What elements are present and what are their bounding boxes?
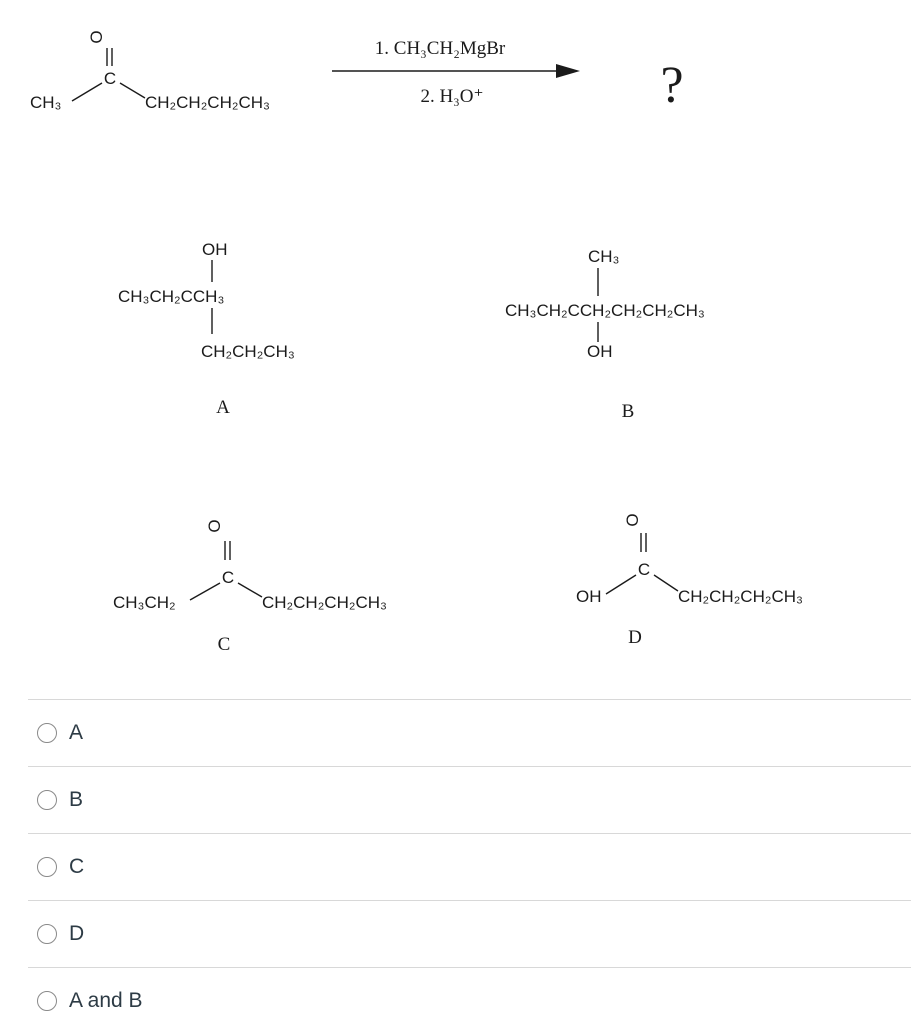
structure-a-main: CH₃CH₂CCH₃ [118,287,224,306]
structure-c-carbon: C [222,568,234,587]
structure-d-label: D [628,627,642,648]
answer-label: A and B [69,989,143,1012]
structure-b-label: B [622,401,635,422]
structure-d-right-group: CH₂CH₂CH₂CH₃ [678,587,803,606]
reaction-arrow: 1. CH₃CH₂MgBr 2. H₃O⁺ [332,38,580,107]
structure-c-left-group: CH₃CH₂ [113,593,176,612]
structure-c-left-bond [189,582,221,601]
radio-button[interactable] [37,723,57,743]
reactant-right-bond [119,82,146,99]
structure-d-left-bond [605,574,637,595]
answer-options: A B C D A and B [28,699,911,1034]
answer-option-b[interactable]: B [28,766,911,833]
radio-button[interactable] [37,790,57,810]
reactant-structure: O C CH₃ CH₂CH₂CH₂CH₃ [30,30,270,112]
question-figure: O C CH₃ CH₂CH₂CH₂CH₃ 1. CH₃CH₂MgBr 2. H₃… [30,30,803,655]
structure-a-bottom: CH₂CH₂CH₃ [201,342,295,361]
reagent-1: 1. CH₃CH₂MgBr [375,38,506,59]
structure-d-carbon: C [638,560,650,579]
reactant-right-group: CH₂CH₂CH₂CH₃ [145,93,270,112]
answer-label: D [69,922,85,945]
arrow-head [556,64,580,78]
structure-a: OH CH₃CH₂CCH₃ CH₂CH₂CH₃ A [118,240,295,418]
structure-a-top: OH [202,240,228,259]
structure-a-label: A [216,397,230,418]
structure-b-bottom: OH [587,342,613,361]
structure-b-main: CH₃CH₂CCH₂CH₂CH₂CH₃ [505,301,705,320]
answer-option-a[interactable]: A [28,699,911,766]
radio-button[interactable] [37,924,57,944]
unknown-product: ? [660,57,683,114]
reactant-oxygen: O [87,30,106,43]
reactant-left-bond [71,82,103,102]
structure-c-right-bond [237,582,263,598]
structure-c-oxygen: O [205,519,224,532]
structure-c-right-group: CH₂CH₂CH₂CH₃ [262,593,387,612]
structure-d-right-bond [653,574,679,592]
answer-option-d[interactable]: D [28,900,911,967]
radio-button[interactable] [37,991,57,1011]
reactant-carbon: C [104,69,116,88]
reagent-2: 2. H₃O⁺ [420,86,483,107]
structure-d: O C OH CH₂CH₂CH₂CH₃ D [576,513,803,648]
answer-option-a-and-b[interactable]: A and B [28,967,911,1034]
structure-c: O C CH₃CH₂ CH₂CH₂CH₂CH₃ C [113,519,387,655]
reactant-left-group: CH₃ [30,93,61,112]
answer-label: A [69,721,84,744]
structure-c-label: C [218,634,231,655]
radio-button[interactable] [37,857,57,877]
structure-b-top: CH₃ [588,247,619,266]
structure-d-left-group: OH [576,587,602,606]
structure-d-oxygen: O [623,513,642,526]
answer-option-c[interactable]: C [28,833,911,900]
answer-label: B [69,788,84,811]
reaction-diagram: O C CH₃ CH₂CH₂CH₂CH₃ 1. CH₃CH₂MgBr 2. H₃… [30,30,803,655]
structure-b: CH₃ CH₃CH₂CCH₂CH₂CH₂CH₃ OH B [505,247,705,422]
answer-label: C [69,855,85,878]
